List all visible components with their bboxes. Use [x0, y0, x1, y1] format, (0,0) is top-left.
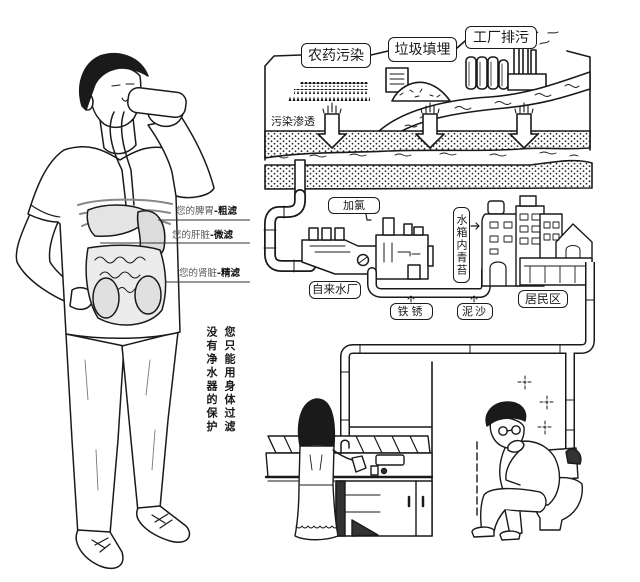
girl-hair — [297, 398, 336, 447]
man-shoe — [471, 526, 495, 538]
label-connector — [370, 40, 466, 56]
chlorine-pointer — [365, 213, 372, 221]
counter-top — [265, 452, 433, 478]
pants-right-leg — [121, 331, 179, 513]
arrow-down-icon — [509, 113, 539, 149]
soap-box — [375, 454, 405, 466]
arrow-right-icon — [470, 222, 480, 230]
soil-layer-lower — [264, 159, 593, 190]
man-on-toilet — [471, 375, 583, 541]
kidney-left — [92, 277, 120, 319]
sparkle-icon — [539, 395, 555, 411]
house-pipes — [340, 262, 595, 452]
label-landfill: 垃圾填埋 — [388, 37, 457, 62]
panel-outline-left — [264, 54, 302, 161]
filter-level: 粗滤 — [217, 206, 237, 217]
water-bottle — [127, 86, 187, 119]
intake-pipe — [265, 190, 315, 271]
organ-name: 您的肾脏 — [179, 268, 218, 279]
panel-outline-right — [566, 50, 591, 151]
organ-label-spleen-stomach: 您的脾胃-粗滤 — [176, 206, 237, 217]
label-residential: 居民区 — [518, 290, 568, 308]
cabinet-handles — [407, 495, 425, 508]
label-chlorination: 加氯 — [328, 197, 380, 214]
organ-label-liver: 您的肝脏-微滤 — [172, 230, 233, 241]
arrow-down-icon — [317, 113, 347, 149]
landfill — [385, 67, 451, 102]
drinking-man — [15, 53, 215, 570]
caption-line-1: 您只能用身体过滤 — [223, 326, 236, 434]
label-seepage: 污染渗透 — [271, 115, 315, 128]
girl-arm — [332, 449, 353, 461]
man-hair — [485, 401, 527, 427]
label-rust: 铁锈 — [390, 303, 433, 320]
caption-line-2: 没有净水器的保护 — [205, 326, 218, 434]
cabinet — [335, 480, 433, 537]
man-arm — [505, 449, 521, 486]
crop-field — [288, 82, 370, 101]
distribution-pipe — [368, 266, 490, 297]
girl-dress — [294, 445, 339, 541]
left-shoe — [75, 529, 124, 570]
residential-buildings — [481, 195, 593, 287]
factory — [465, 31, 559, 99]
main-supply-pipe — [341, 262, 594, 442]
label-tank-moss: 水箱内青苔 — [453, 207, 470, 283]
filter-level: 精滤 — [220, 268, 240, 279]
man-shoe — [499, 530, 521, 541]
jug — [351, 455, 367, 473]
right-shoe — [136, 505, 191, 543]
label-pesticide-pollution: 农药污染 — [301, 43, 371, 68]
sparkle-icon — [517, 375, 533, 391]
faucet — [340, 439, 350, 454]
organ-name: 您的脾胃 — [176, 206, 215, 217]
organ-label-kidney: 您的肾脏-精滤 — [179, 268, 240, 279]
man-hand — [507, 439, 525, 453]
raised-arm — [147, 117, 215, 199]
filter-level: 微滤 — [213, 230, 233, 241]
kidney-right — [134, 275, 162, 315]
esophagus — [109, 111, 135, 206]
organ-name: 您的肝脏 — [172, 230, 211, 241]
cup — [370, 465, 379, 476]
seepage-arrows — [317, 102, 539, 149]
water-plant — [263, 189, 491, 303]
sparkle-icon — [537, 420, 553, 436]
hair — [79, 53, 149, 111]
arrow-down-icon — [415, 113, 445, 149]
label-silt: 泥沙 — [457, 303, 493, 320]
liver — [86, 204, 151, 237]
label-factory-discharge: 工厂排污 — [465, 26, 537, 49]
moss-shading — [565, 448, 582, 465]
label-water-plant: 自来水厂 — [309, 281, 361, 299]
pants-left-leg — [65, 333, 125, 537]
pollution-panel — [264, 31, 593, 203]
groundwater — [271, 151, 579, 159]
silt-pointer — [470, 295, 478, 303]
rust-pointer — [407, 295, 415, 303]
organ-label-leaders — [100, 219, 250, 283]
girl-at-sink — [294, 398, 353, 541]
